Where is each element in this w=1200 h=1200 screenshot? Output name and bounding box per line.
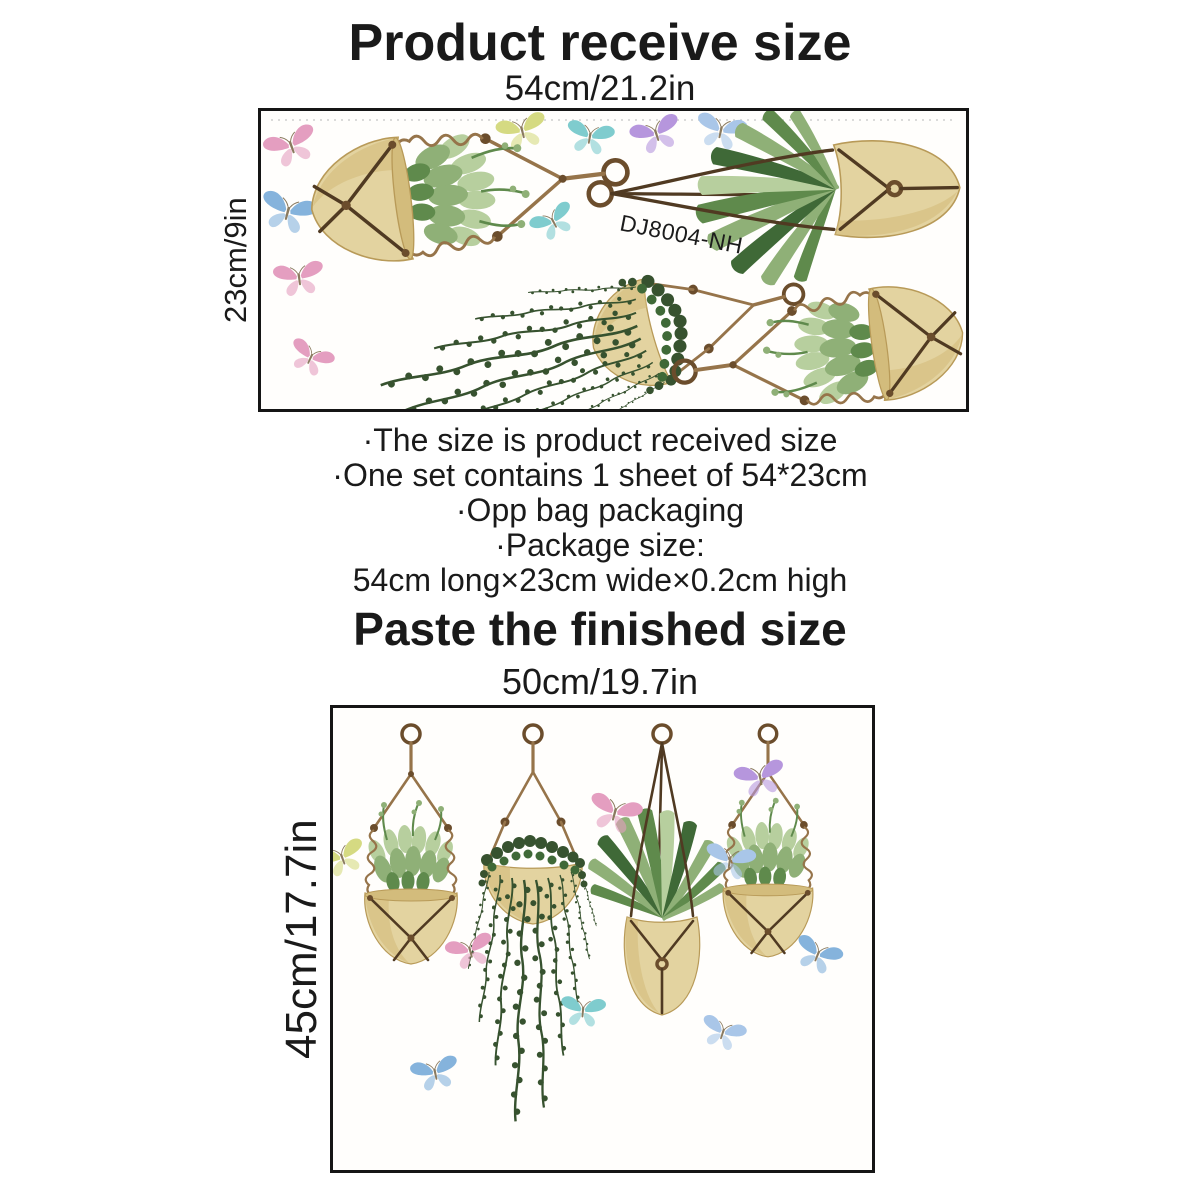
butterfly-icon	[261, 188, 320, 238]
page-title-finished-size: Paste the finished size	[353, 603, 847, 655]
spec-bullet: ·Opp bag packaging	[455, 492, 745, 528]
aloe-planter-illustration	[587, 111, 961, 292]
spec-bullet: ·One set contains 1 sheet of 54*23cm	[332, 457, 868, 493]
succulent-planter-illustration	[362, 723, 460, 966]
butterfly-icon	[627, 111, 686, 159]
page-title-receive-size: Product receive size	[348, 14, 852, 72]
spec-bullet: ·Package size:	[495, 527, 705, 563]
spec-bullet: ·The size is product received size	[362, 422, 838, 458]
receive-width-label: 54cm/21.2in	[504, 69, 696, 108]
spec-bullets: ·The size is product received size ·One …	[0, 423, 1200, 598]
butterfly-icon	[333, 836, 371, 882]
butterfly-icon	[558, 995, 607, 1029]
aloe-planter-illustration	[586, 725, 730, 1015]
butterfly-icon	[261, 121, 337, 382]
succulent-planter-illustration	[721, 723, 815, 959]
succulent-planter-illustration	[666, 277, 966, 409]
receive-sheet-panel: DJ8004-NH	[258, 108, 969, 412]
butterfly-icon	[732, 757, 789, 800]
spec-bullet: 54cm long×23cm wide×0.2cm high	[352, 562, 848, 598]
finished-width-label: 50cm/19.7in	[501, 661, 699, 702]
string-of-pearls-planter-illustration	[466, 725, 599, 1122]
finished-wall-panel	[330, 705, 875, 1173]
wall-illustration	[333, 723, 846, 1170]
receive-height-label: 23cm/9in	[218, 197, 253, 323]
sheet-illustration: DJ8004-NH	[261, 111, 966, 409]
finished-height-label: 45cm/17.7in	[277, 819, 326, 1059]
